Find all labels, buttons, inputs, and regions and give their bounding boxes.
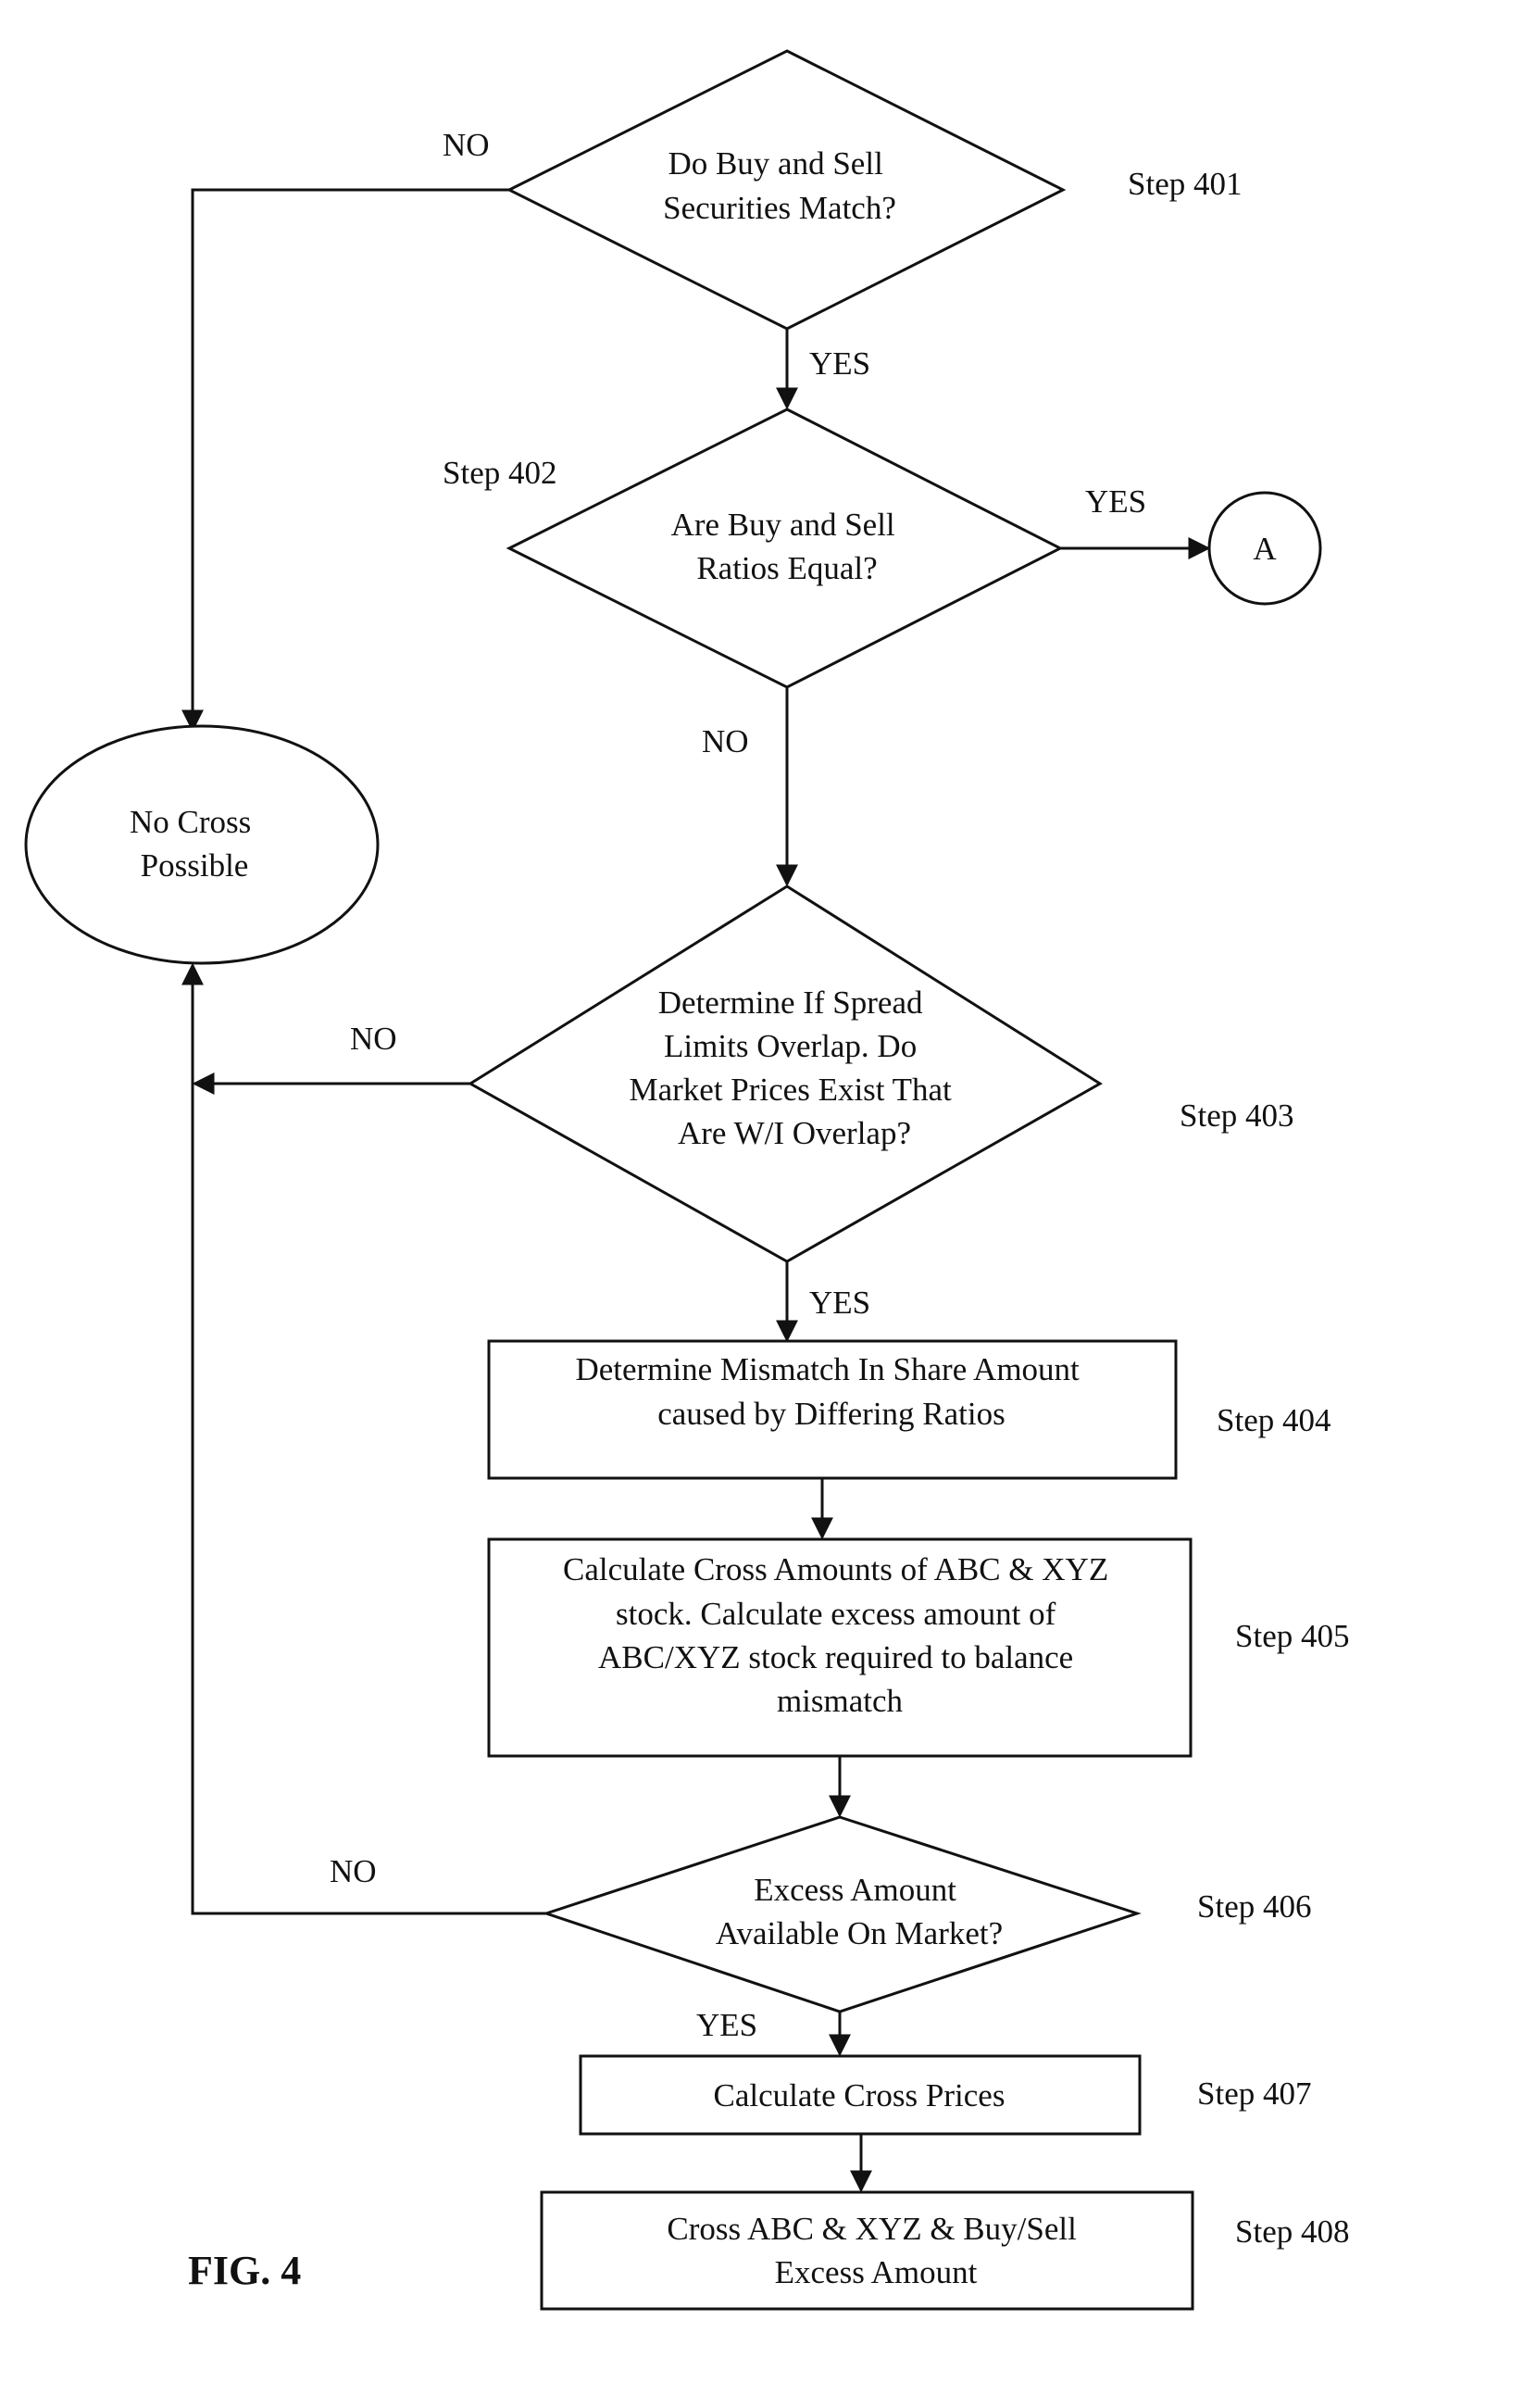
step-403-label: Step 403 [1180,1097,1293,1134]
step-407-label: Step 407 [1197,2076,1311,2112]
edge-403-no-label: NO [350,1021,397,1057]
step-401-label: Step 401 [1128,166,1242,202]
step-402-label: Step 402 [443,455,556,491]
figure-label: FIG. 4 [188,2248,301,2293]
decision-406 [546,1817,1137,2012]
terminal-no-cross [26,726,378,963]
step-408-label: Step 408 [1235,2214,1349,2250]
connector-a-label: A [1253,531,1277,567]
step-405-label: Step 405 [1235,1618,1349,1654]
edge-401-yes-label: YES [809,345,870,382]
decision-402 [509,409,1060,687]
edge-401-no-label: NO [443,127,490,163]
edge-402-yes-label: YES [1085,483,1146,520]
step-406-label: Step 406 [1197,1888,1311,1925]
process-407-text: Calculate Cross Prices [714,2077,1006,2113]
process-408 [542,2192,1193,2309]
edge-406-no-label: NO [330,1853,377,1889]
step-404-label: Step 404 [1217,1402,1330,1438]
edge-403-yes-label: YES [809,1285,870,1321]
edge-406-yes-label: YES [696,2007,757,2043]
edge-402-no-label: NO [702,723,749,759]
